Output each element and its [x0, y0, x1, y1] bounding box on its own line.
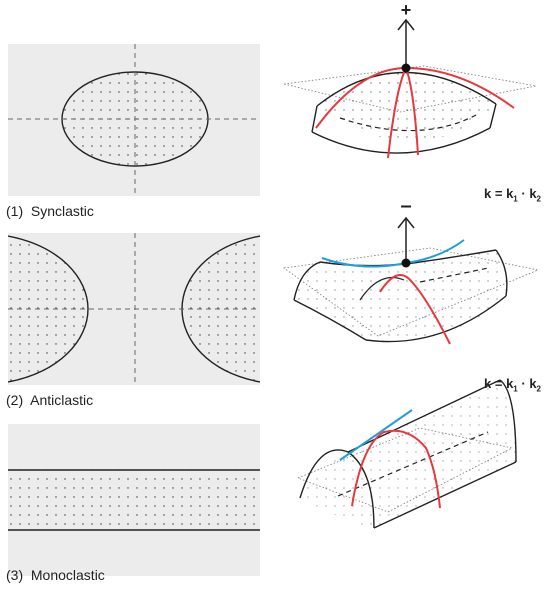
saddle-texture: [294, 250, 507, 342]
principal-curve: [351, 429, 441, 509]
gaussian-sign-minus: –: [400, 195, 411, 217]
saddle-left-arch: [293, 261, 321, 301]
dome-section-dashed: [339, 113, 479, 132]
caption-synclastic: (1) Synclastic: [6, 203, 94, 219]
dome-right-edge: [489, 103, 497, 129]
cylinder-section-dashed: [337, 431, 489, 497]
saddle-section-dashed: [419, 267, 489, 283]
anticlastic-surface-3d: –: [282, 195, 540, 345]
saddle-front-left-edge: [293, 299, 367, 341]
cylinder-bottom-edge: [373, 461, 517, 529]
gaussian-sign-plus: +: [401, 0, 412, 20]
ruling-line-zero-curvature: [339, 409, 413, 461]
caption-anticlastic: (2) Anticlastic: [6, 392, 94, 408]
arrow-up-icon: [397, 216, 415, 229]
cylinder-texture: [300, 380, 516, 528]
dome-left-edge: [311, 105, 318, 133]
gaussian-curvature-formula: k = k1 · k2: [484, 376, 541, 394]
synclastic-plan-view: [8, 44, 260, 196]
principal-curve-concave: [379, 273, 451, 345]
monoclastic-surface-3d: [296, 379, 517, 529]
dome-front-edge: [311, 127, 491, 154]
cylinder-top-line: [347, 379, 501, 453]
hyperbola-left: [8, 235, 89, 383]
monoclastic-plan-view: [8, 424, 260, 576]
hyperbola-right-fill: [182, 236, 260, 382]
saddle-inner-arch: [359, 276, 405, 301]
surface-point: [401, 63, 411, 73]
saddle-right-arch: [495, 249, 508, 297]
saddle-front-edge: [365, 295, 507, 343]
cylinder-back-arch: [499, 379, 517, 463]
surface-point: [401, 258, 411, 268]
cylinder-front-arch: [299, 449, 375, 529]
synclastic-surface-3d: +: [283, 0, 537, 159]
anticlastic-plan-view: [8, 233, 260, 385]
dome-texture: [317, 72, 496, 142]
parallel-band: [8, 470, 260, 530]
caption-monoclastic: (3) Monoclastic: [6, 567, 105, 583]
gaussian-curvature-formula: k = k1 · k2: [484, 186, 541, 204]
arrow-up-icon: [397, 18, 415, 31]
